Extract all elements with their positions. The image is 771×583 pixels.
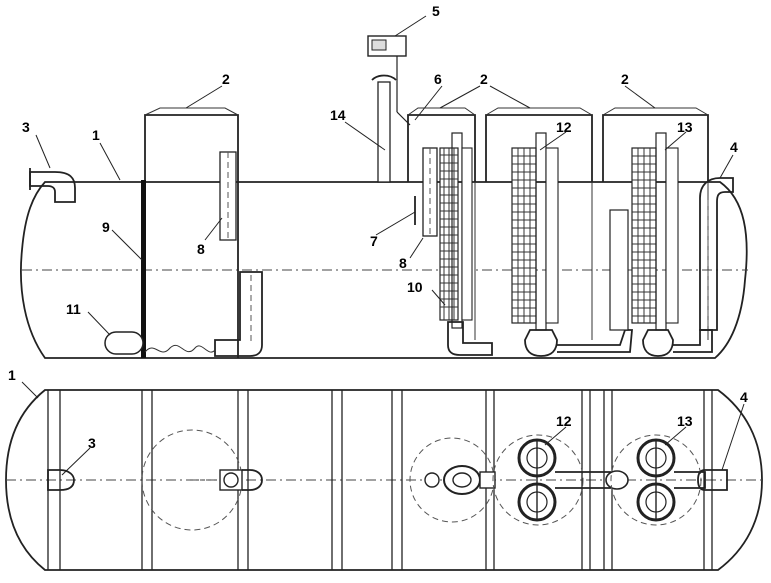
label-12-top: 12 (556, 413, 572, 429)
bottom-aeration-hose (144, 344, 216, 353)
label-2-column-4: 2 (621, 71, 629, 87)
outlet-pipe (699, 177, 734, 331)
column-4-header-pipe (674, 471, 706, 489)
bottom-pipe-column-4 (642, 329, 713, 357)
column-1-elbow (242, 469, 263, 491)
label-13-side: 13 (677, 119, 693, 135)
column-3-cap (485, 107, 593, 116)
inlet-pipe (29, 171, 76, 203)
filter-13-top (636, 438, 676, 522)
column-4-cap (602, 107, 709, 116)
filter-media-13 (631, 132, 679, 331)
top-tank-outline (5, 389, 763, 571)
leader-lines (21, 15, 745, 476)
partition-wall (141, 180, 146, 358)
label-5: 5 (432, 3, 440, 19)
label-11: 11 (66, 301, 81, 317)
label-7: 7 (370, 233, 378, 249)
bottom-pipe-column-2 (447, 321, 493, 356)
label-13-top: 13 (677, 413, 693, 429)
filter-12-top (517, 438, 557, 522)
label-9: 9 (102, 219, 110, 235)
column-2-cap (407, 107, 476, 116)
column-1-fitting-port (223, 472, 239, 488)
label-8-column-2: 8 (399, 255, 407, 271)
filter-media-12 (511, 132, 559, 331)
column-4-footprint (610, 434, 702, 526)
filter-media-10 (439, 132, 473, 329)
column-2-filter-core (452, 472, 472, 488)
tank-body-outline (20, 181, 748, 359)
label-2-columns: 2 (480, 71, 488, 87)
bottom-pipe-column-3 (524, 329, 633, 357)
ribs (47, 390, 713, 570)
column-2-fitting (479, 471, 496, 489)
column-2-port (424, 472, 440, 488)
column-3-header-cap (605, 470, 629, 490)
riser-column-4 (609, 209, 629, 331)
top-outlet-pipe (697, 469, 728, 491)
column-2 (407, 114, 476, 182)
label-2-column-1: 2 (222, 71, 230, 87)
label-10: 10 (407, 279, 423, 295)
column-3-footprint (492, 434, 584, 526)
side-view (20, 35, 748, 359)
top-view (5, 389, 763, 571)
column-3 (485, 114, 593, 182)
label-1-top: 1 (8, 367, 16, 383)
label-14: 14 (330, 107, 346, 123)
vent-stack-cap (371, 74, 397, 81)
label-3-side: 3 (22, 119, 30, 135)
column-1-cap (144, 107, 239, 116)
label-12-side: 12 (556, 119, 572, 135)
label-1-side: 1 (92, 127, 100, 143)
callout-labels: 1 2 2 2 3 4 5 6 7 8 8 9 10 11 12 13 14 1… (8, 3, 748, 451)
label-3-top: 3 (88, 435, 96, 451)
control-box-5 (367, 35, 411, 126)
label-4-side: 4 (730, 139, 738, 155)
label-8-column-1: 8 (197, 241, 205, 257)
label-6: 6 (434, 71, 442, 87)
label-4-top: 4 (740, 389, 748, 405)
vent-stack-14 (377, 81, 391, 183)
column-4 (602, 114, 709, 182)
pipe-11-ball (104, 331, 144, 355)
